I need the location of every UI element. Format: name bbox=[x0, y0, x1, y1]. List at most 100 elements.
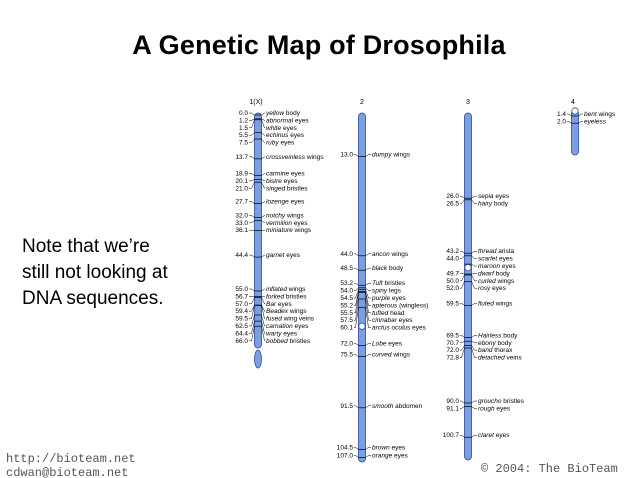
locus-leader-right bbox=[365, 287, 371, 291]
locus-leader-left bbox=[249, 288, 255, 292]
gene-trait: eyes bbox=[410, 325, 426, 332]
locus-leader-left bbox=[249, 305, 255, 319]
locus-gene: inflated wings bbox=[266, 286, 306, 293]
locus-leader-right bbox=[471, 303, 477, 306]
locus-leader-left bbox=[249, 215, 255, 218]
locus-leader-right bbox=[261, 314, 265, 327]
locus-leader-left bbox=[354, 267, 359, 271]
locus-leader-right bbox=[471, 255, 477, 259]
locus-leader-left bbox=[249, 326, 255, 342]
gene-trait: arista bbox=[496, 248, 514, 255]
gene-name: bobbed bbox=[266, 338, 288, 345]
gene-trait: bristles bbox=[383, 280, 406, 287]
locus-leader-left bbox=[249, 304, 255, 312]
gene-trait: eyes bbox=[282, 330, 298, 337]
gene-trait: body bbox=[492, 201, 509, 208]
locus-leader-left bbox=[460, 335, 465, 338]
locus-gene: Bar eyes bbox=[266, 301, 292, 308]
locus-leader-left bbox=[460, 281, 465, 289]
locus-gene: white eyes bbox=[266, 125, 297, 132]
locus-position: 2.0 bbox=[557, 118, 566, 125]
locus-position: 44.0 bbox=[340, 251, 353, 258]
locus-leader-right bbox=[261, 321, 265, 334]
gene-name: ancon bbox=[372, 251, 390, 258]
locus-leader-right bbox=[578, 113, 583, 117]
locus-leader-right bbox=[261, 201, 265, 204]
gene-name: apterous bbox=[372, 302, 398, 309]
gene-trait: wings bbox=[305, 154, 324, 161]
locus-leader-left bbox=[354, 455, 359, 458]
locus-leader-right bbox=[471, 195, 477, 199]
locus-gene: rough eyes bbox=[478, 405, 511, 412]
gene-trait: wings bbox=[287, 286, 306, 293]
gene-name: detached bbox=[478, 355, 505, 362]
locus-leader-right bbox=[365, 298, 371, 321]
gene-name: fluted bbox=[478, 300, 494, 307]
locus-gene: carnation eyes bbox=[266, 323, 309, 330]
footer-copyright: © 2004: The BioTeam bbox=[481, 462, 618, 476]
locus-leader-right bbox=[365, 154, 371, 157]
locus-position: 69.5 bbox=[446, 332, 459, 339]
gene-name: maroon bbox=[478, 263, 500, 270]
locus-leader-left bbox=[249, 220, 255, 224]
locus-position: 91.1 bbox=[446, 405, 459, 412]
gene-name: band bbox=[478, 347, 493, 354]
locus-leader-right bbox=[365, 405, 371, 409]
gene-trait: wings bbox=[597, 111, 616, 118]
gene-trait: eyes bbox=[497, 256, 513, 263]
gene-name: echinus bbox=[266, 132, 289, 139]
gene-trait: wings bbox=[392, 152, 411, 159]
gene-trait: eyes bbox=[282, 178, 298, 185]
gene-trait: wings bbox=[293, 227, 312, 234]
gene-name: arctus oculus bbox=[372, 325, 411, 332]
gene-trait: body bbox=[501, 332, 518, 339]
note-text: Note that we’re still not looking at DNA… bbox=[22, 234, 168, 312]
locus-leader-right bbox=[365, 447, 371, 450]
locus-gene: ancon wings bbox=[372, 251, 409, 258]
locus-position: 59.4 bbox=[235, 308, 248, 315]
note-line: still not looking at bbox=[22, 262, 168, 283]
gene-trait: eyes bbox=[390, 295, 406, 302]
footer-email[interactable]: cdwan@bioteam.net bbox=[6, 466, 129, 478]
locus-gene: hairy body bbox=[478, 201, 509, 208]
locus-leader-left bbox=[460, 400, 465, 404]
locus-position: 52.0 bbox=[446, 285, 459, 292]
locus-gene: apterous (wingless) bbox=[372, 302, 428, 309]
locus-leader-left bbox=[249, 173, 255, 176]
locus-position: 43.2 bbox=[446, 248, 459, 255]
locus-leader-left bbox=[567, 113, 572, 117]
locus-position: 36.1 bbox=[235, 227, 248, 234]
locus-leader-left bbox=[354, 289, 359, 299]
locus-leader-left bbox=[249, 156, 255, 160]
gene-trait: (wingless) bbox=[397, 302, 428, 309]
gene-trait: eyes bbox=[288, 132, 304, 139]
gene-trait: veins bbox=[505, 355, 523, 362]
gene-name: yellow bbox=[265, 110, 285, 117]
gene-trait: thorax bbox=[492, 347, 513, 354]
footer-url[interactable]: http://bioteam.net bbox=[6, 452, 136, 466]
locus-leader-left bbox=[460, 199, 465, 204]
locus-position: 75.5 bbox=[340, 352, 353, 359]
locus-position: 100.7 bbox=[443, 432, 460, 439]
locus-leader-right bbox=[471, 406, 477, 409]
gene-name: forked bbox=[266, 293, 284, 300]
locus-leader-left bbox=[354, 298, 359, 321]
locus-position: 1.5 bbox=[239, 125, 248, 132]
locus-leader-right bbox=[261, 220, 265, 224]
locus-gene: tufted head bbox=[372, 310, 405, 317]
locus-gene: vermilion eyes bbox=[266, 220, 308, 227]
locus-leader-left bbox=[354, 253, 359, 257]
gene-trait: wing veins bbox=[282, 316, 315, 323]
gene-name: dumpy bbox=[372, 152, 392, 159]
locus-gene: ruby eyes bbox=[266, 140, 295, 147]
locus-leader-right bbox=[471, 263, 477, 267]
locus-leader-right bbox=[471, 199, 477, 204]
locus-gene: maroon eyes bbox=[478, 263, 516, 270]
gene-trait: wings bbox=[288, 308, 307, 315]
locus-leader-right bbox=[471, 274, 477, 282]
gene-trait: eyes bbox=[284, 252, 300, 259]
gene-name: black bbox=[372, 265, 388, 272]
gene-trait: eyes bbox=[386, 340, 402, 347]
locus-gene: fluted wings bbox=[478, 300, 513, 307]
